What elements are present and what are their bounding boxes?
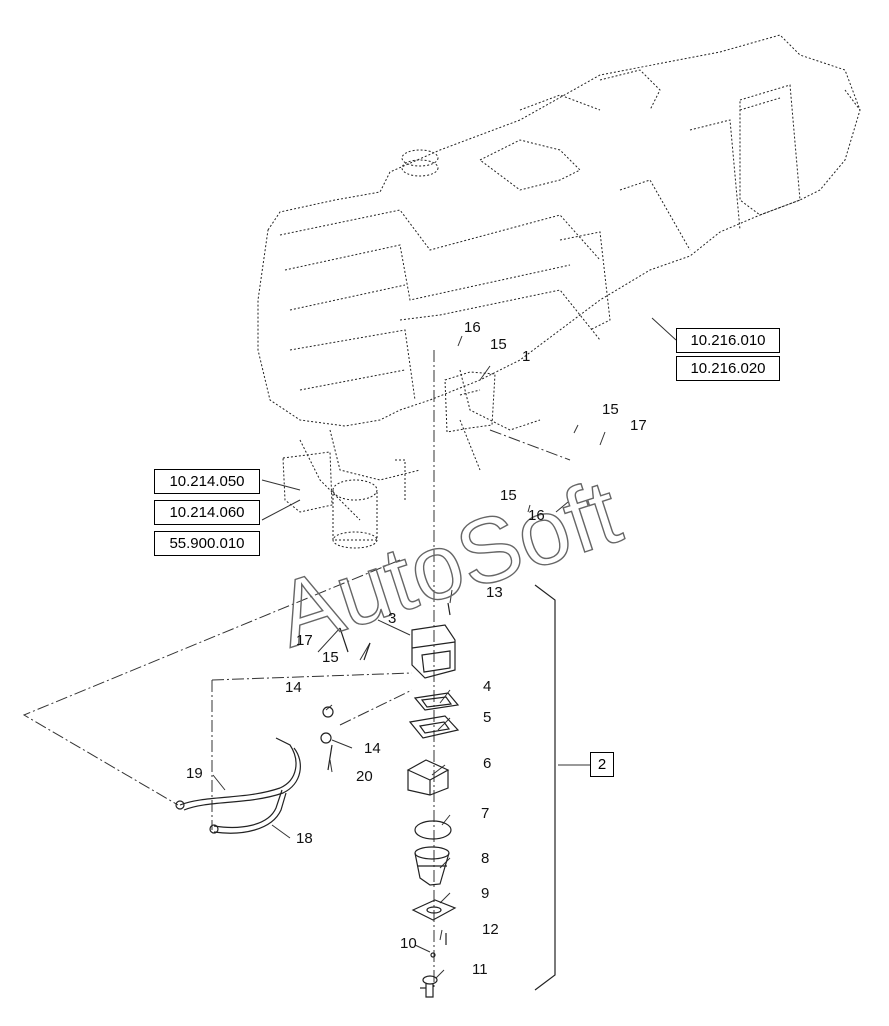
ref-box-10-216-010[interactable]: 10.216.010	[676, 328, 780, 353]
pump-group	[282, 451, 406, 549]
callout-15: 15	[490, 336, 507, 353]
callout-6: 6	[483, 755, 492, 772]
callout-9: 9	[481, 885, 490, 902]
callout-17: 17	[630, 417, 647, 434]
screw-part-17	[339, 627, 349, 653]
callout-11: 11	[472, 961, 488, 978]
callout-14: 14	[285, 679, 302, 696]
callout-3: 3	[388, 610, 397, 627]
screw-part-10	[430, 952, 436, 958]
callout-15: 15	[602, 401, 619, 418]
clip-part-20	[327, 744, 333, 771]
callout-8: 8	[481, 850, 490, 867]
callout-1: 1	[522, 348, 531, 365]
callout-16: 16	[464, 319, 481, 336]
fuel-line-part-18	[209, 789, 287, 834]
callout-5: 5	[483, 709, 492, 726]
callout-7: 7	[481, 805, 490, 822]
plate-part-5	[408, 715, 460, 739]
bowl-part-8	[414, 846, 450, 886]
callout-18: 18	[296, 830, 313, 847]
base-part-9	[411, 899, 457, 921]
fitting-part-14	[320, 706, 334, 744]
callout-12: 12	[482, 921, 499, 938]
fuel-tank-illustration	[257, 34, 861, 521]
callout-13: 13	[486, 584, 503, 601]
callout-17: 17	[296, 632, 313, 649]
ref-box-10-214-050[interactable]: 10.214.050	[154, 469, 260, 494]
callout-15: 15	[322, 649, 339, 666]
callout-15: 15	[500, 487, 517, 504]
assembly-number-box: 2	[590, 752, 614, 777]
callout-10: 10	[400, 935, 417, 952]
callout-4: 4	[483, 678, 492, 695]
callout-16: 16	[528, 507, 545, 524]
bolt-part-15	[363, 642, 371, 661]
o-ring-part-7	[414, 820, 452, 840]
callout-19: 19	[186, 765, 203, 782]
ref-box-10-216-020[interactable]: 10.216.020	[676, 356, 780, 381]
assembly-bracket	[534, 584, 556, 991]
filter-bracket-part-1	[444, 371, 496, 433]
watermark: AutoSoft	[265, 461, 632, 667]
screw-part-13	[447, 602, 451, 616]
ref-box-10-214-060[interactable]: 10.214.060	[154, 500, 260, 525]
filter-head-part-3	[411, 624, 456, 679]
callout-20: 20	[356, 768, 373, 785]
filter-element-part-6	[406, 759, 450, 796]
drain-valve-part-11	[420, 975, 438, 998]
gasket-part-4	[413, 692, 460, 711]
fuel-line-part-19	[175, 737, 301, 811]
ref-box-55-900-010[interactable]: 55.900.010	[154, 531, 260, 556]
callout-14: 14	[364, 740, 381, 757]
